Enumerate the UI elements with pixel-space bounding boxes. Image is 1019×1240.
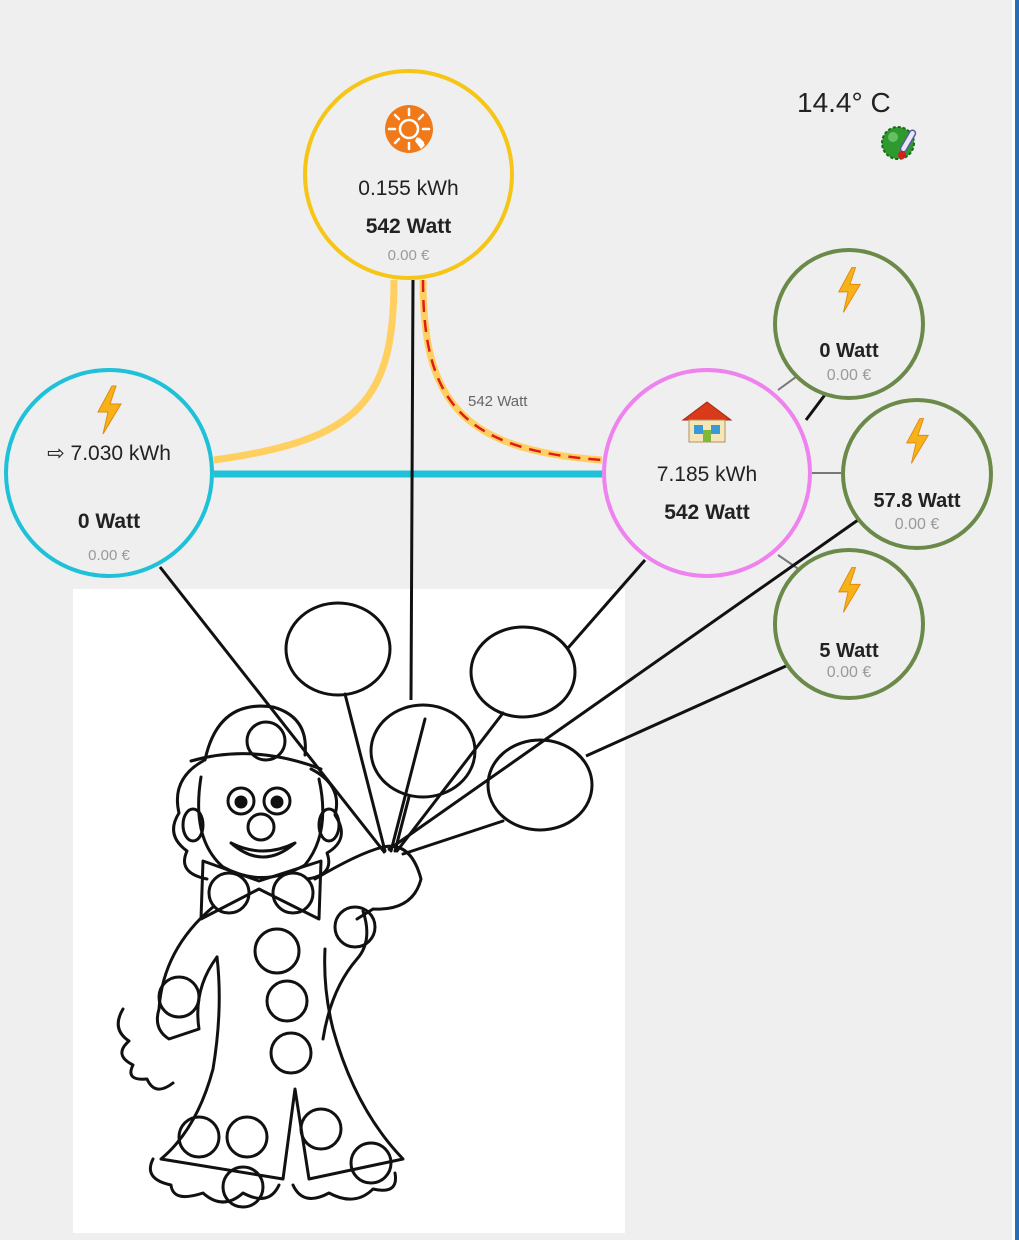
line-dev3 [585,664,787,758]
home-energy: 7.185 kWh [656,463,758,486]
device-3-power: 5 Watt [819,640,879,662]
solar-cost: 0.00 € [387,247,430,264]
device-1-cost: 0.00 € [826,367,872,384]
line-solar [409,279,415,701]
line-home [566,559,647,649]
grid-energy: ⇨ 7.030 kWh [47,442,171,465]
device-node-2[interactable]: 57.8 Watt 0.00 € [841,398,993,550]
device-3-cost: 0.00 € [826,664,872,681]
device-2-power: 57.8 Watt [873,490,961,512]
device-1-power: 0 Watt [819,340,879,362]
clown-balloon-image [73,589,625,1233]
line-dev2 [387,518,859,852]
grid-power: 0 Watt [77,510,141,533]
solar-to-home-flow-label: 542 Watt [468,393,528,410]
device-node-1[interactable]: 0 Watt 0.00 € [773,248,925,400]
device-node-3[interactable]: 5 Watt 0.00 € [773,548,925,700]
window-border-inner [1012,0,1015,1240]
window-border [1015,0,1019,1240]
lightning-icon [835,265,863,320]
flow-solar-to-grid [213,279,398,464]
thermometer-icon[interactable] [878,125,920,170]
house-icon [679,398,735,449]
line-grid [158,566,387,854]
sun-icon [381,103,437,160]
home-node[interactable]: 7.185 kWh 542 Watt [602,368,812,578]
flow-solar-to-home-dash [421,279,603,462]
lightning-icon [94,384,124,441]
grid-cost: 0.00 € [88,547,130,564]
solar-power: 542 Watt [365,215,452,238]
home-power: 542 Watt [664,501,750,524]
solar-node[interactable]: 0.155 kWh 542 Watt 0.00 € [303,69,514,280]
temperature-reading: 14.4° C [797,87,891,118]
device-2-cost: 0.00 € [894,516,940,533]
flow-solar-to-home [419,279,603,464]
lightning-icon [903,416,931,471]
lightning-icon [835,565,863,620]
solar-energy: 0.155 kWh [358,177,459,200]
grid-node[interactable]: ⇨ 7.030 kWh 0 Watt 0.00 € [4,368,214,578]
